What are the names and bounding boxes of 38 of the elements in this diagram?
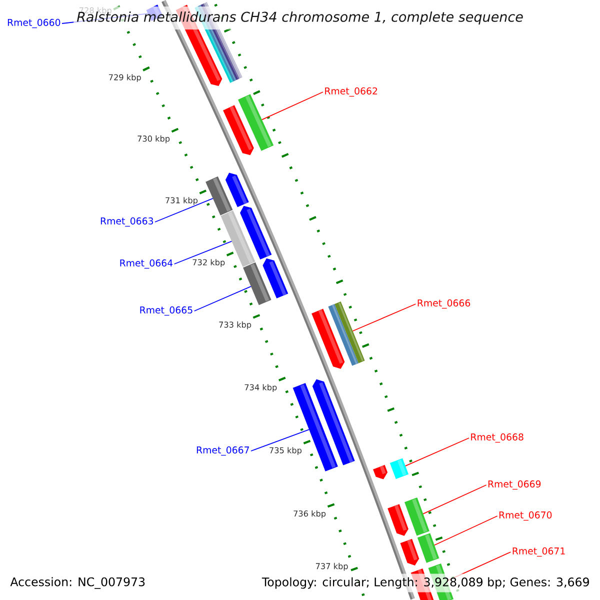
scale-label: 732 kbp [192,259,225,267]
gene-label: Rmet_0664 [120,259,173,269]
gene-label: Rmet_0660 [8,18,60,28]
scale-label: 733 kbp [219,321,252,330]
scale-label: 731 kbp [166,197,198,205]
gene-label: Rmet_0670 [499,511,552,521]
scale-label: 735 kbp [270,447,302,455]
gene-label: Rmet_0665 [140,306,192,316]
scale-label: 737 kbp [316,562,348,571]
gene-bar [238,94,274,151]
gene-label: Rmet_0666 [418,299,470,309]
leader-line [404,438,470,466]
gene-bar [404,498,430,536]
leader-line [250,429,310,452]
gene-label: Rmet_0667 [196,446,249,456]
gene-bar [334,301,365,364]
gene-label: Rmet_0669 [488,480,541,490]
gene-bar [390,458,409,480]
scale-label: 734 kbp [244,384,277,392]
gene-bar [417,533,440,563]
leader-line [154,198,214,222]
scale-label: 729 kbp [109,74,141,82]
gene-label: Rmet_0662 [325,87,378,97]
leader-line [194,286,252,312]
gene-label: Rmet_0668 [471,433,524,443]
scale-label: 736 kbp [294,510,326,518]
gene-label: Rmet_0663 [100,217,154,227]
leader-line [352,304,416,332]
scale-label: 730 kbp [138,135,170,144]
gene-label: Rmet_0671 [512,547,565,557]
leader-line [434,516,498,546]
info-text: Accession: NC_007973 [8,574,148,592]
leader-line [422,484,487,514]
gene-bar [243,262,272,306]
info-text: Topology: circular; Length: 3,928,089 bp; Genes: 3,669 [260,574,592,592]
leader-line [174,240,232,264]
gene-bar [206,176,233,216]
leader-line [262,92,324,120]
